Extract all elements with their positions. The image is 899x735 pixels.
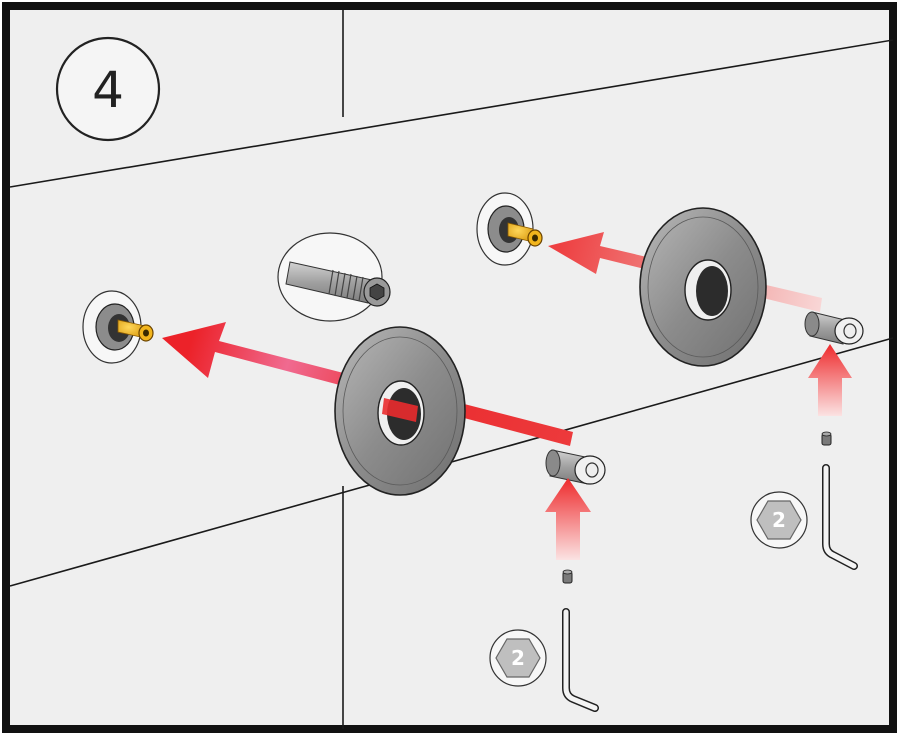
direction-arrow-icon: [808, 344, 852, 416]
hex-size-badge-icon: 2: [750, 491, 808, 549]
allen-key-icon: [822, 464, 858, 570]
hex-size-badge-icon: 2: [489, 629, 547, 687]
lower-cover-plate: [334, 326, 466, 496]
upper-cover-plate: [639, 207, 767, 367]
lower-sleeve-nut: [545, 449, 606, 485]
step-number: 4: [92, 61, 124, 119]
set-screw-icon: [562, 569, 573, 584]
hex-size-label: 2: [772, 508, 786, 532]
allen-key-icon: [562, 608, 599, 712]
upper-sleeve-nut: [804, 311, 864, 345]
left-valve-cartridge: [82, 290, 154, 364]
step-number-badge: 4: [55, 36, 161, 142]
hex-size-label: 2: [511, 646, 525, 670]
threaded-insert-icon: [277, 232, 391, 322]
direction-arrow-icon: [545, 478, 591, 560]
upper-valve-cartridge: [476, 192, 543, 266]
set-screw-icon: [821, 431, 832, 446]
